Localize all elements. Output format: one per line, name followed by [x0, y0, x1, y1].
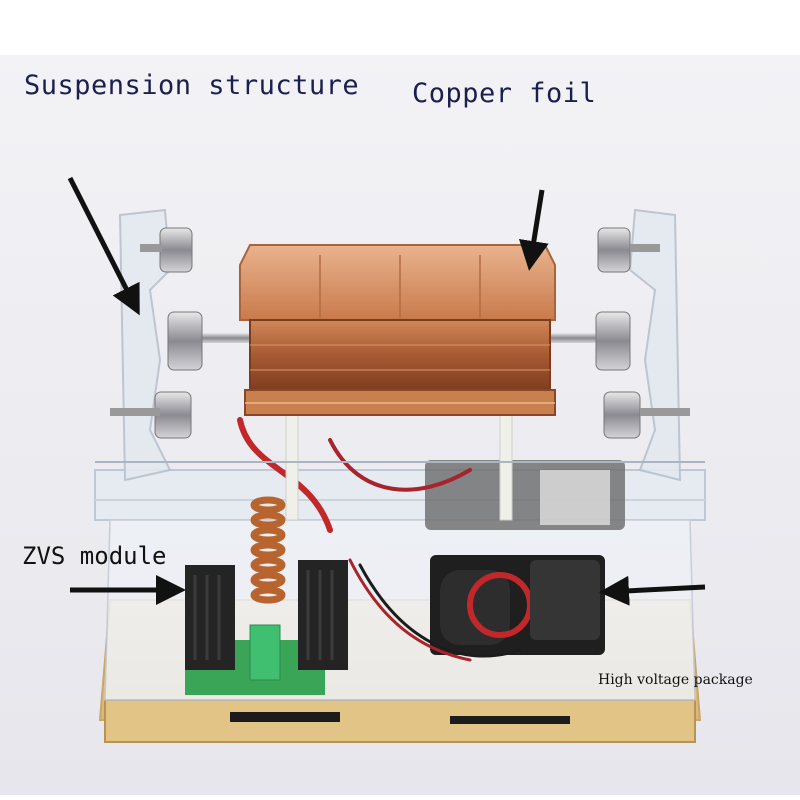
suspension-structure-label: Suspension structure [24, 70, 360, 101]
copper-foil-rotor [239, 244, 556, 416]
high-voltage-package [425, 460, 625, 655]
suspension-arrow-icon [67, 176, 140, 316]
zvs-module-label: ZVS module [22, 542, 167, 570]
copper-foil-label: Copper foil [412, 78, 597, 109]
wires [237, 417, 522, 662]
standoffs [285, 389, 513, 521]
magnet-stack-right [595, 227, 690, 439]
high-voltage-arrow-icon [599, 575, 706, 606]
copper-arrow-icon [518, 189, 549, 271]
high-voltage-package-label: High voltage package [598, 672, 753, 688]
zvs-module [185, 496, 348, 695]
magnet-stack-left [110, 227, 203, 439]
